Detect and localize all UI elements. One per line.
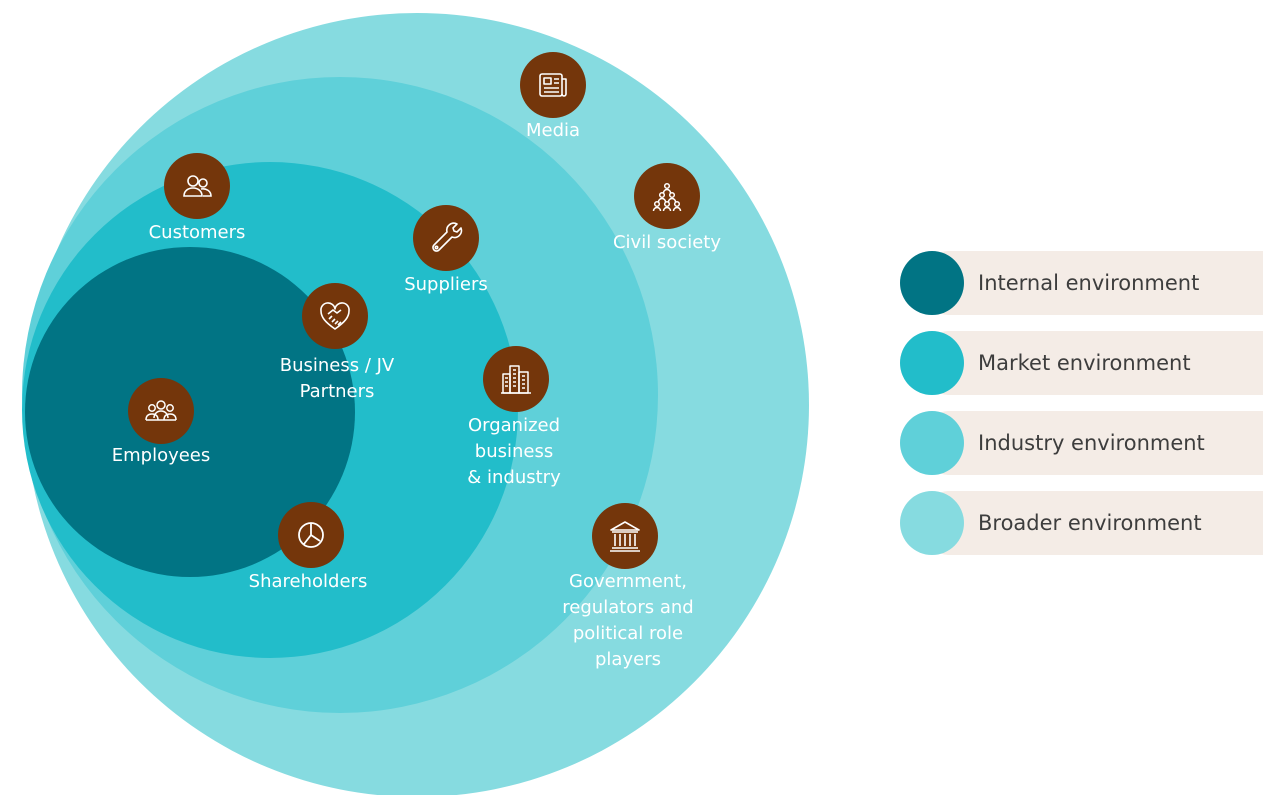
stakeholder-label-government: Government, regulators and political rol… — [562, 571, 694, 670]
legend-pill — [930, 251, 1263, 315]
stakeholder-label-business-partners: Business / JV Partners — [279, 355, 395, 402]
stakeholder-label-customers: Customers — [148, 222, 246, 243]
stakeholder-label-suppliers: Suppliers — [404, 274, 488, 295]
legend-swatch-industry — [900, 411, 964, 475]
buildings-icon — [483, 346, 549, 412]
stakeholder-label-organized-business: Organized business & industry — [467, 415, 561, 488]
government-building-icon — [592, 503, 658, 569]
pie-chart-icon — [278, 502, 344, 568]
wrench-icon — [413, 205, 479, 271]
legend-label: Broader environment — [978, 511, 1202, 535]
stakeholder-label-civil-society: Civil society — [612, 232, 722, 253]
legend-item-market: Market environment — [900, 331, 1263, 395]
users-icon — [164, 153, 230, 219]
legend-item-internal: Internal environment — [900, 251, 1263, 315]
legend-pill — [930, 491, 1263, 555]
legend-swatch-internal — [900, 251, 964, 315]
legend-swatch-broader — [900, 491, 964, 555]
handshake-heart-icon — [302, 283, 368, 349]
legend-pill — [930, 331, 1263, 395]
legend-label: Market environment — [978, 351, 1191, 375]
legend-pill — [930, 411, 1263, 475]
crowd-icon — [634, 163, 700, 229]
stakeholder-label-shareholders: Shareholders — [248, 571, 368, 592]
stakeholder-diagram: Media Civil society Customers Suppliers — [22, 13, 809, 797]
newspaper-icon — [520, 52, 586, 118]
environment-circles — [22, 13, 809, 797]
legend-item-broader: Broader environment — [900, 491, 1263, 555]
stakeholder-label-media: Media — [525, 120, 581, 141]
legend-item-industry: Industry environment — [900, 411, 1263, 475]
group-icon — [128, 378, 194, 444]
legend-swatch-market — [900, 331, 964, 395]
stakeholder-label-employees: Employees — [111, 445, 211, 466]
legend-label: Internal environment — [978, 271, 1200, 295]
legend-label: Industry environment — [978, 431, 1205, 455]
